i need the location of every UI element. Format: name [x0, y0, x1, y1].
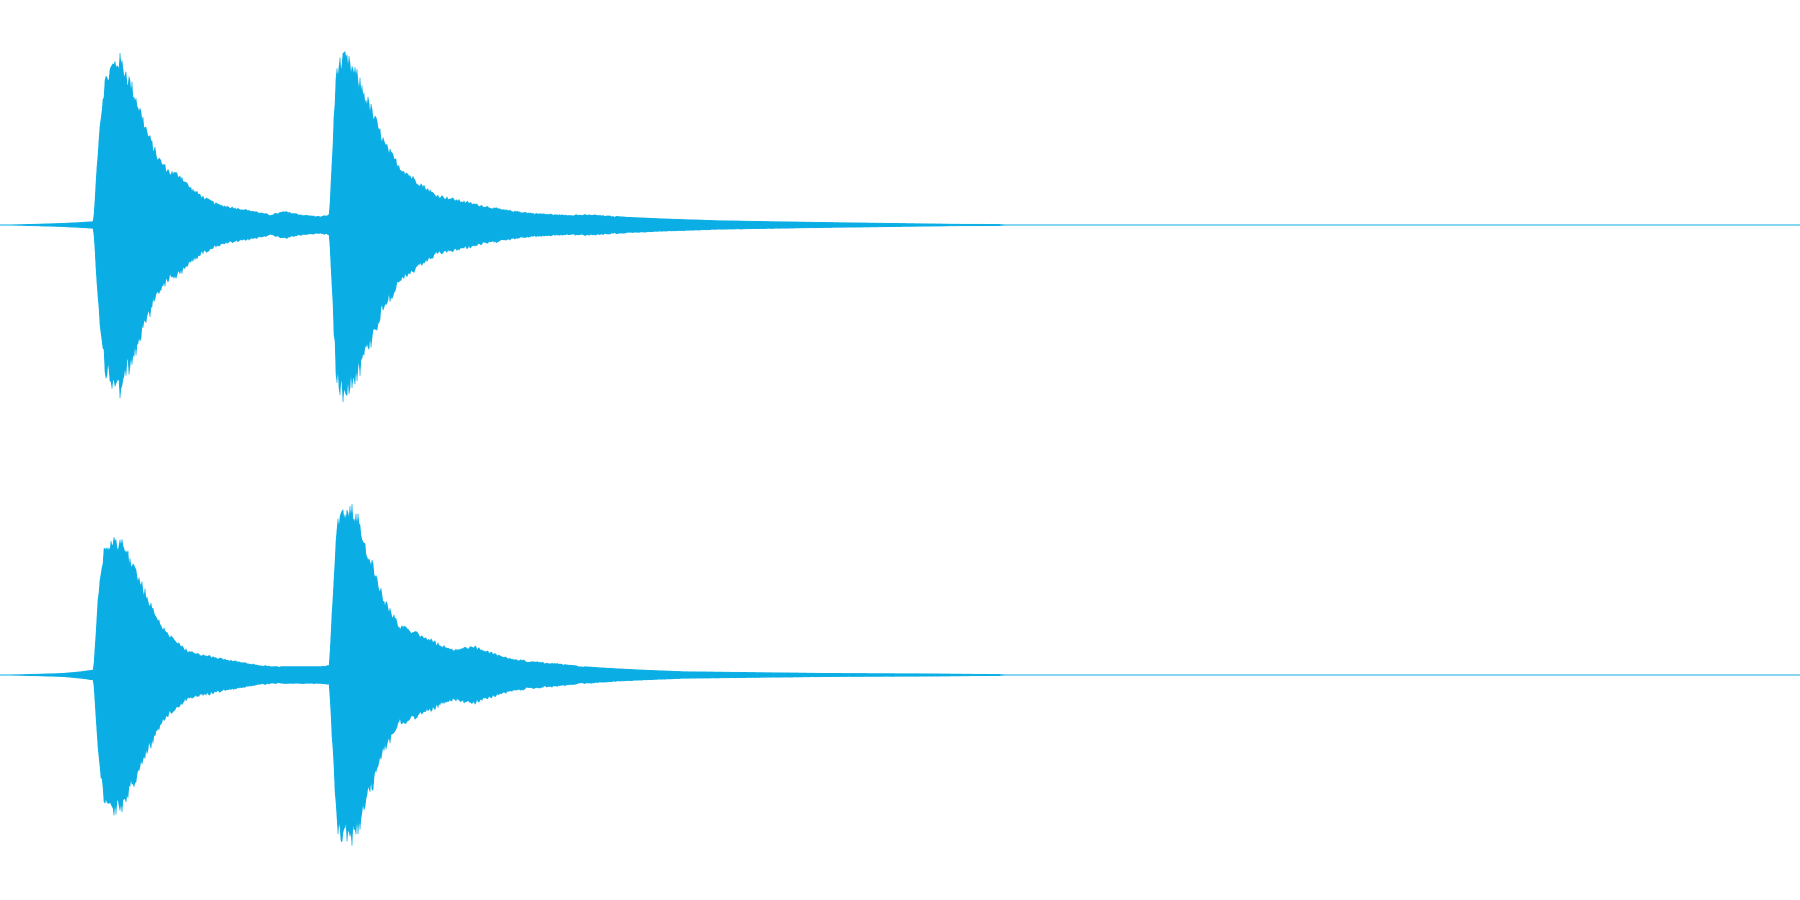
waveform-channel-right	[0, 504, 1800, 846]
channel-right-waveform	[0, 504, 1800, 846]
channel-left-waveform	[0, 50, 1800, 402]
waveform-channel-left	[0, 50, 1800, 402]
